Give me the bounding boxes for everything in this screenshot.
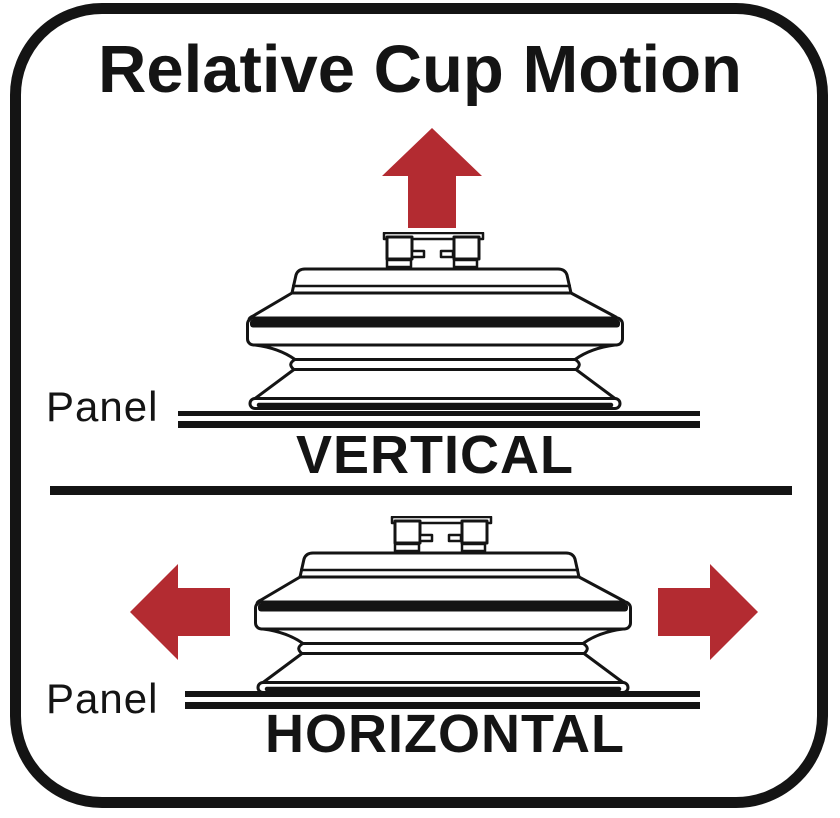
panel-label-vertical: Panel: [46, 383, 159, 430]
suction-cup-horizontal: [253, 516, 633, 696]
vertical-section-label: VERTICAL: [296, 425, 574, 485]
panel-label-horizontal: Panel: [46, 675, 159, 722]
panel-line-bottom-vertical: [178, 421, 700, 428]
up-arrow-icon: [382, 128, 482, 228]
panel-line-top-horizontal: [185, 691, 700, 697]
panel-line-bottom-horizontal: [185, 702, 700, 709]
horizontal-section-label: HORIZONTAL: [265, 704, 625, 764]
left-arrow-icon: [130, 564, 230, 660]
suction-cup-vertical: [245, 232, 625, 412]
panel-line-top-vertical: [178, 411, 700, 416]
rounded-border: [10, 3, 828, 808]
right-arrow-icon: [658, 564, 758, 660]
diagram-title: Relative Cup Motion: [98, 32, 742, 107]
section-divider: [50, 486, 792, 495]
